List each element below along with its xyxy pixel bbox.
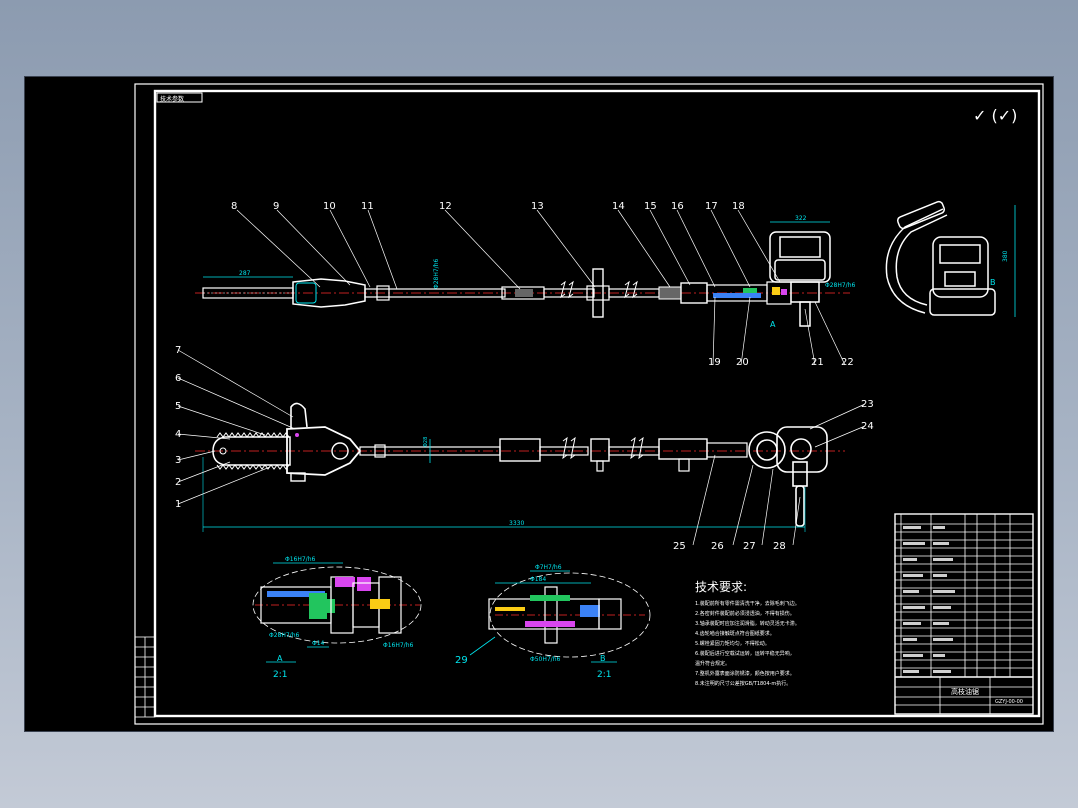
border-strip (134, 636, 156, 718)
flange-top (592, 268, 604, 318)
part-label-17: 17 (705, 201, 718, 212)
detail-b-dim-bottom: Φ50H7/h6 (530, 656, 561, 663)
dim-chain-length: 287 (239, 270, 251, 277)
detail-b-dim-top1: Φ184 (530, 576, 546, 583)
surface-finish-mark: ✓ (✓) (973, 106, 1017, 125)
part-label-27: 27 (743, 541, 756, 552)
part-label-3: 3 (175, 455, 181, 466)
part-label-21: 21 (811, 357, 824, 368)
part-label-18: 18 (732, 201, 745, 212)
part-label-2: 2 (175, 477, 181, 488)
tech-req-line: 1.装配前所有零件需清洗干净，去除毛刺飞边。 (695, 600, 800, 607)
part-label-6: 6 (175, 373, 181, 384)
part-label-4: 4 (175, 429, 181, 440)
part-label-26: 26 (711, 541, 724, 552)
dim-head-width: 322 (795, 215, 807, 222)
part-label-9: 9 (273, 201, 279, 212)
tech-req-line: 6.装配后进行空载试运转，运转平稳无异响， (695, 650, 795, 657)
assembly-drawing: 技术参数 ✓ (✓) (134, 83, 1044, 725)
sheet-frame (134, 83, 1044, 725)
tech-requirements-title: 技术要求: (695, 580, 747, 594)
detail-a: Φ16H7/h6 Φ28H7/h6 Φ14 Φ16H7/h6 A 2:1 (252, 556, 422, 680)
engine-top (769, 231, 831, 327)
title-tag: 技术参数 (160, 95, 184, 103)
part-label-12: 12 (439, 201, 452, 212)
dim-total-length: 3330 (509, 520, 524, 527)
part-label-25: 25 (673, 541, 686, 552)
detail-a-dim-right: Φ16H7/h6 (383, 642, 414, 649)
detail-a-dim-top: Φ16H7/h6 (285, 556, 316, 563)
drawing-title: 高枝油锯 (951, 687, 979, 696)
dim-pole-dia: Φ28 (423, 437, 429, 447)
detail-a-name: A (277, 654, 283, 663)
part-label-22: 22 (841, 357, 854, 368)
detail-a-dim-bottom: Φ14 (312, 640, 325, 647)
tech-req-line: 3.轴承装配时应加注润滑脂，转动灵活无卡滞。 (695, 620, 800, 627)
cad-viewport[interactable]: 技术参数 ✓ (✓) (25, 77, 1053, 731)
detail-b: Φ184 Φ7H7/h6 Φ50H7/h6 29 B 2:1 (455, 564, 651, 680)
title-tag-box (156, 92, 203, 103)
section-mark-b: B (990, 278, 996, 287)
part-label-7: 7 (175, 345, 181, 356)
side-part-numbers: 7 6 5 4 3 2 1 23 24 25 26 27 28 (175, 345, 874, 552)
detail-b-scale: 2:1 (597, 670, 611, 680)
dim-height: 380 (1002, 250, 1009, 262)
part-label-14: 14 (612, 201, 625, 212)
part-label-13: 13 (531, 201, 544, 212)
part-label-15: 15 (644, 201, 657, 212)
part-label-28: 28 (773, 541, 786, 552)
title-block (894, 513, 1034, 715)
part-label-11: 11 (361, 201, 374, 212)
chain-bar-side (212, 436, 291, 466)
detail-b-part-label: 29 (455, 655, 468, 666)
pole-top (364, 288, 506, 298)
tech-req-line: 温升符合规定。 (695, 660, 730, 667)
dim-head-fit: Φ28H7/h6 (825, 282, 856, 289)
part-label-19: 19 (708, 357, 721, 368)
part-label-23: 23 (861, 399, 874, 410)
part-label-24: 24 (861, 421, 874, 432)
side-view: 3330 Φ28 (177, 349, 866, 546)
section-mark-a: A (770, 320, 776, 329)
detail-b-name: B (600, 654, 606, 663)
drive-head-side (748, 426, 828, 527)
tech-req-line: 7.整机外露表面涂防锈漆，颜色按用户要求。 (695, 670, 795, 677)
tech-req-line: 4.齿轮啮合接触斑点符合图纸要求。 (695, 630, 775, 637)
dim-shaft-fit: Φ28H7/h6 (433, 258, 440, 289)
right-view (885, 200, 996, 316)
tech-req-line: 5.螺栓紧固力矩均匀，不得松动。 (695, 640, 770, 647)
part-label-1: 1 (175, 499, 181, 510)
part-label-16: 16 (671, 201, 684, 212)
detail-a-scale: 2:1 (273, 670, 287, 680)
top-view: 287 Φ28H7/h6 322 Φ28H7/h6 A (195, 209, 856, 366)
tech-req-line: 8.未注明的尺寸公差按GB/T1804-m执行。 (695, 680, 791, 687)
detail-b-dim-top2: Φ7H7/h6 (535, 564, 562, 571)
detail-a-dim-left: Φ28H7/h6 (269, 632, 300, 639)
tech-requirements: 技术要求: 1.装配前所有零件需清洗干净，去除毛刺飞边。 2.各密封件装配前必须… (695, 580, 800, 687)
part-label-8: 8 (231, 201, 237, 212)
part-label-5: 5 (175, 401, 181, 412)
drawing-number: GZYJ-00-00 (995, 699, 1023, 705)
part-label-10: 10 (323, 201, 336, 212)
bom-entries (903, 526, 955, 673)
top-part-numbers: 8 9 10 11 12 13 14 15 16 17 18 19 20 21 … (231, 201, 854, 368)
part-label-20: 20 (736, 357, 749, 368)
tech-req-line: 2.各密封件装配前必须浸透油，不得有损伤。 (695, 610, 795, 617)
cutter-head-top (292, 278, 366, 308)
